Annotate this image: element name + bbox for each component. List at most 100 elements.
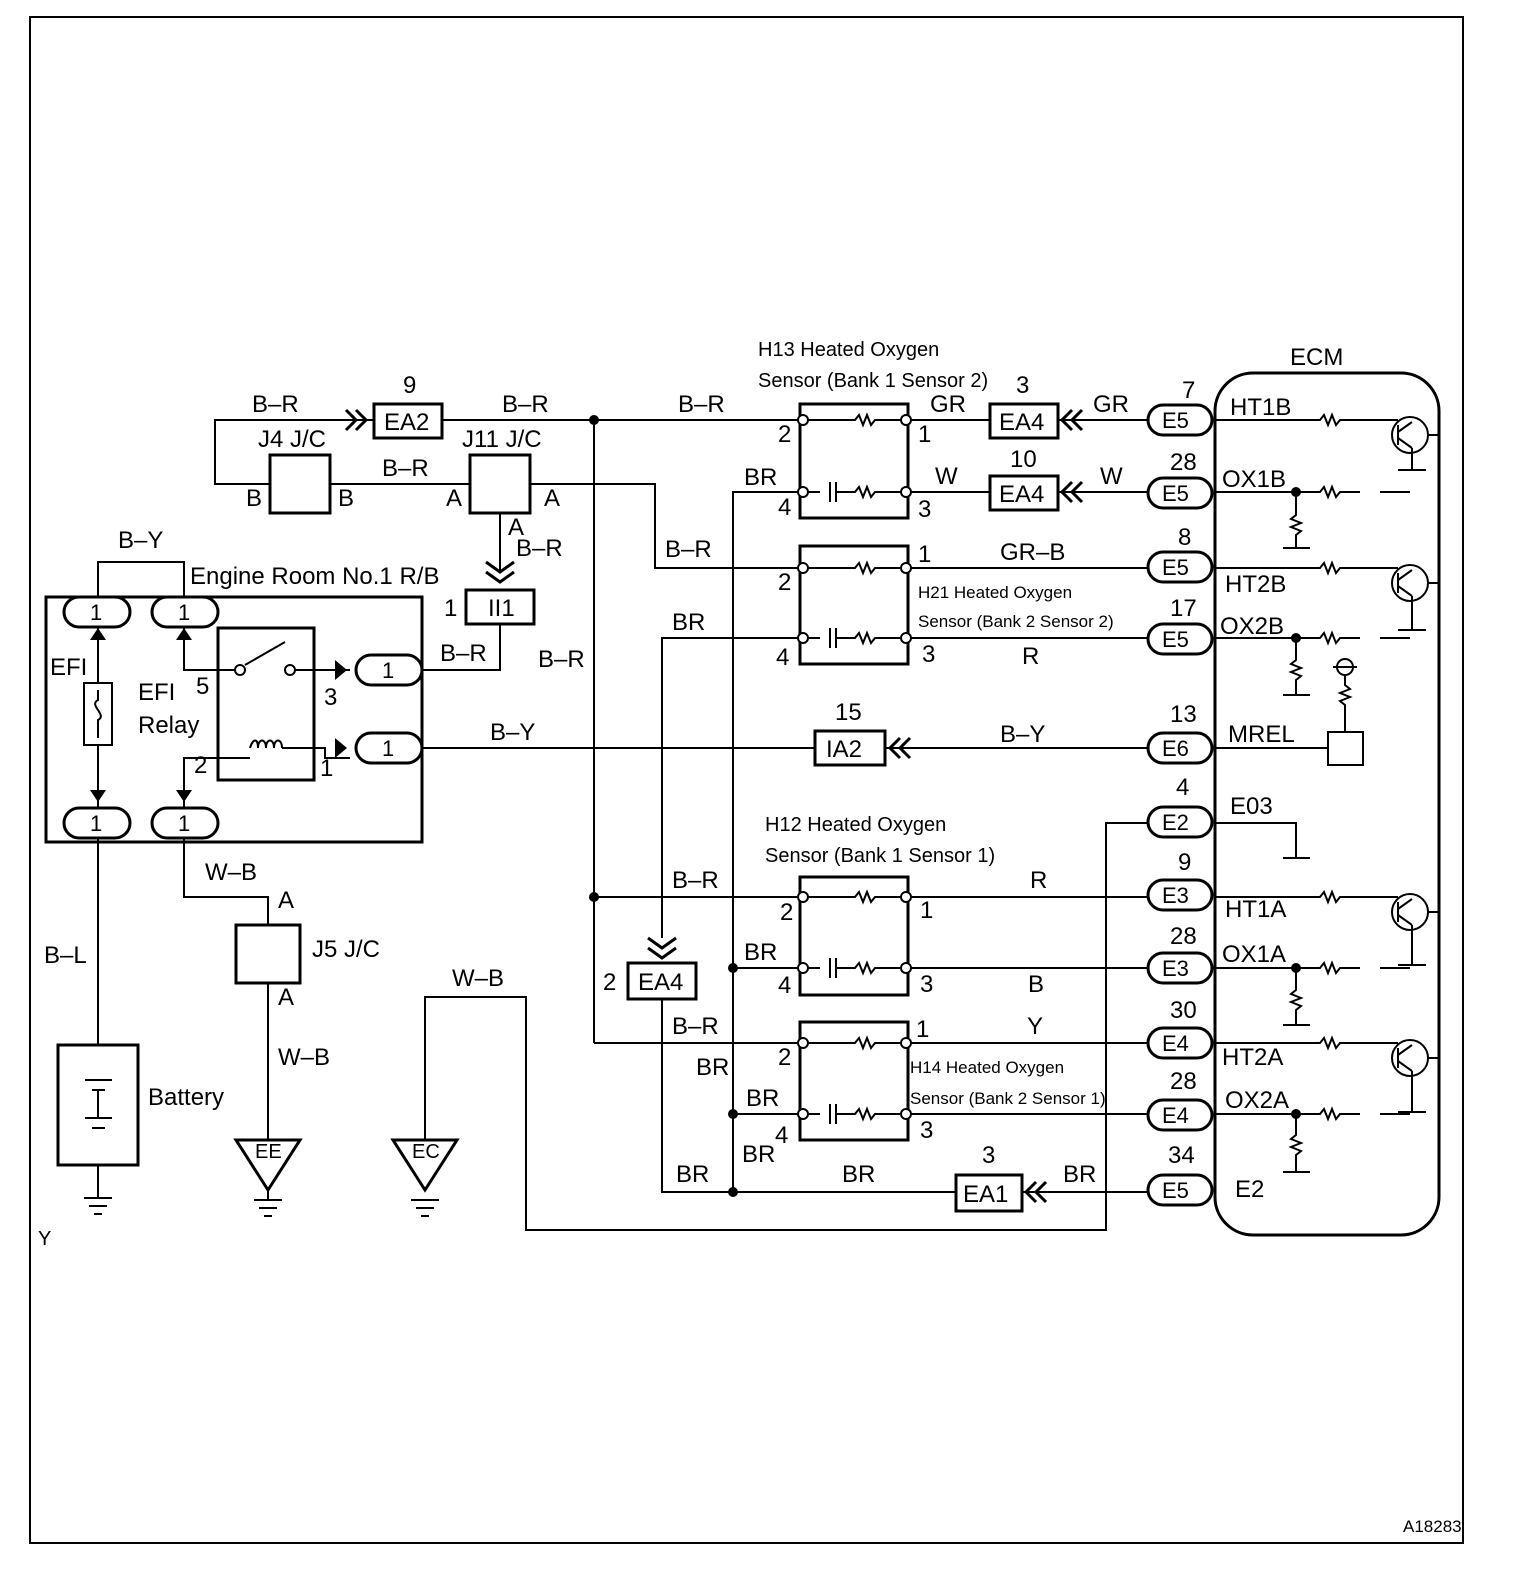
ecm-connector-e03: E2 4	[1146, 774, 1214, 839]
svg-text:B–R: B–R	[678, 391, 725, 418]
svg-text:EA1: EA1	[963, 1181, 1008, 1208]
svg-text:2: 2	[778, 569, 791, 596]
svg-text:W–B: W–B	[205, 859, 257, 886]
ground-ec: EC	[390, 1138, 460, 1217]
sensor-h12: H12 Heated Oxygen Sensor (Bank 1 Sensor …	[765, 814, 995, 997]
svg-text:EA4: EA4	[999, 409, 1044, 436]
svg-text:Y: Y	[1027, 1013, 1043, 1040]
svg-text:J4 J/C: J4 J/C	[258, 426, 326, 453]
ecm-pin-ht1b: HT1B	[1230, 394, 1291, 421]
svg-text:B–R: B–R	[672, 867, 719, 894]
ecm-connector-ox1b: E5 28	[1146, 449, 1214, 510]
svg-text:30: 30	[1170, 997, 1197, 1024]
svg-text:BR: BR	[676, 1161, 709, 1188]
connector-ii1: II1 1	[444, 560, 536, 626]
svg-text:4: 4	[778, 494, 791, 521]
svg-text:7: 7	[1182, 377, 1195, 404]
svg-text:1: 1	[90, 600, 102, 625]
svg-text:5: 5	[196, 673, 209, 700]
svg-text:R: R	[1022, 643, 1039, 670]
svg-text:1: 1	[178, 600, 190, 625]
svg-text:BR: BR	[672, 609, 705, 636]
ecm-connector-ht2a: E4 30	[1146, 997, 1214, 1060]
ecm-connector-ht1b: E5 7	[1146, 377, 1214, 437]
ecm-pin-ht1a: HT1A	[1225, 896, 1286, 923]
relay-label-line1: EFI	[138, 679, 175, 706]
ecm-connector-ox2a: E4 28	[1146, 1068, 1214, 1132]
svg-text:9: 9	[403, 372, 416, 399]
svg-text:4: 4	[1176, 774, 1189, 801]
svg-text:B–R: B–R	[538, 646, 585, 673]
svg-text:E5: E5	[1162, 1178, 1189, 1203]
svg-text:E4: E4	[1162, 1103, 1189, 1128]
svg-text:3: 3	[1016, 372, 1029, 399]
ecm-connector-e2: E5 34	[1146, 1142, 1214, 1207]
svg-text:B–R: B–R	[252, 391, 299, 418]
svg-text:J11 J/C: J11 J/C	[462, 426, 542, 453]
stray-mark: Y	[38, 1228, 51, 1250]
svg-text:B–R: B–R	[672, 1013, 719, 1040]
svg-text:3: 3	[918, 496, 931, 523]
svg-text:3: 3	[324, 684, 337, 711]
svg-text:28: 28	[1170, 449, 1197, 476]
ecm-pin-ox2b: OX2B	[1220, 613, 1284, 640]
svg-text:B–Y: B–Y	[490, 719, 535, 746]
svg-text:28: 28	[1170, 923, 1197, 950]
svg-text:GR: GR	[930, 391, 966, 418]
svg-text:1: 1	[918, 421, 931, 448]
figure-code: A18283	[1403, 1517, 1462, 1536]
svg-text:A: A	[544, 485, 560, 512]
svg-text:E4: E4	[1162, 1031, 1189, 1056]
svg-text:3: 3	[920, 971, 933, 998]
ecm-connector-ht1a: E3 9	[1146, 849, 1214, 912]
svg-text:9: 9	[1178, 849, 1191, 876]
svg-text:1: 1	[916, 1016, 929, 1043]
battery: Battery	[56, 1043, 224, 1215]
svg-text:GR: GR	[1093, 391, 1129, 418]
svg-text:13: 13	[1170, 701, 1197, 728]
ecm-pin-ox1a: OX1A	[1222, 941, 1286, 968]
svg-text:8: 8	[1178, 524, 1191, 551]
svg-text:W–B: W–B	[452, 965, 504, 992]
ecm-title: ECM	[1290, 344, 1343, 371]
svg-text:A: A	[508, 514, 524, 541]
svg-text:E5: E5	[1162, 481, 1189, 506]
relay-label-line2: Relay	[138, 712, 199, 739]
svg-text:1: 1	[920, 897, 933, 924]
sensor-h13-title: H13 Heated Oxygen	[758, 339, 939, 361]
svg-text:1: 1	[382, 736, 394, 761]
sensor-h14-title: H14 Heated Oxygen	[910, 1058, 1064, 1077]
svg-text:1: 1	[90, 811, 102, 836]
junction-j11: J11 J/C A A A	[446, 426, 560, 541]
ecm-pin-ox2a: OX2A	[1225, 1087, 1289, 1114]
svg-text:34: 34	[1168, 1142, 1195, 1169]
svg-text:3: 3	[982, 1142, 995, 1169]
connector-ea2: EA2 9	[344, 372, 444, 440]
sensor-pin-numbers: 2 1 4 3 2 1 4 3 2 1 4 3 2 1 4 3	[775, 421, 935, 1149]
connector-ea4-top: EA4 3	[988, 372, 1084, 440]
sensor-h14-subtitle: Sensor (Bank 2 Sensor 1)	[910, 1089, 1106, 1108]
ecm-pin-mrel: MREL	[1228, 721, 1295, 748]
sensor-h14: H14 Heated Oxygen Sensor (Bank 2 Sensor …	[797, 1020, 1106, 1142]
svg-text:15: 15	[835, 699, 862, 726]
svg-text:GR–B: GR–B	[1000, 539, 1065, 566]
battery-label: Battery	[148, 1084, 224, 1111]
connector-ea1: EA1 3	[954, 1142, 1048, 1213]
svg-text:II1: II1	[488, 595, 515, 622]
svg-text:1: 1	[320, 755, 333, 782]
sensor-h21-title: H21 Heated Oxygen	[918, 583, 1072, 602]
svg-text:3: 3	[920, 1117, 933, 1144]
svg-text:IA2: IA2	[826, 736, 862, 763]
svg-text:A: A	[278, 984, 294, 1011]
svg-text:B–R: B–R	[665, 536, 712, 563]
svg-text:EA4: EA4	[638, 969, 683, 996]
svg-text:E5: E5	[1162, 408, 1189, 433]
ecm-connector-mrel: E6 13	[1146, 701, 1214, 765]
svg-text:BR: BR	[744, 464, 777, 491]
svg-text:W–B: W–B	[278, 1044, 330, 1071]
svg-text:17: 17	[1170, 595, 1197, 622]
connector-ea4-mid: EA4 10	[988, 446, 1084, 512]
svg-text:BR: BR	[742, 1141, 775, 1168]
svg-text:BR: BR	[842, 1161, 875, 1188]
